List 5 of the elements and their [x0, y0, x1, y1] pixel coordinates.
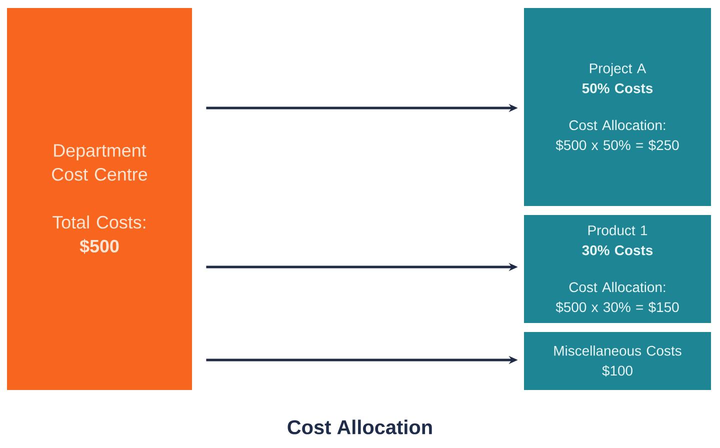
department-box: Department Cost Centre Total Costs: $500: [7, 8, 192, 390]
allocation-box: Miscellaneous Costs $100: [524, 332, 711, 390]
caption: Cost Allocation: [288, 420, 432, 434]
allocation-box: Product 1 30% Costs Cost Allocation: $500 x 30% = $150: [524, 215, 711, 323]
allocation-box: Project A 50% Costs Cost Allocation: $500 x 50% = $250: [524, 8, 711, 206]
